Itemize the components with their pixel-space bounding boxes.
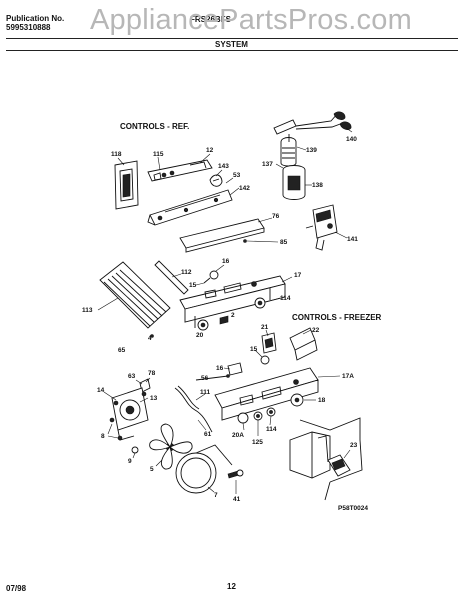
part-140-connectors: [295, 111, 352, 130]
part-23-bracket: [289, 431, 351, 479]
part-115-switch-bracket: [147, 159, 213, 182]
label-85: 85: [280, 239, 288, 246]
label-20: 20: [196, 332, 204, 339]
section-title: SYSTEM: [215, 40, 248, 49]
part-125-knob: [253, 411, 263, 421]
label-114-freezer: 114: [266, 426, 277, 433]
part-20-knob: [197, 319, 209, 331]
part-118-plate: [114, 160, 139, 210]
label-113: 113: [82, 307, 93, 314]
label-23: 23: [350, 442, 358, 449]
watermark: AppliancePartsPros.com: [90, 4, 412, 36]
model-number: FRS26BFS: [190, 15, 231, 24]
publication-label-text: Publication No.: [6, 14, 65, 23]
part-15-bulb: [203, 270, 219, 284]
label-12: 12: [206, 147, 214, 154]
part-15-bulb-freezer: [260, 355, 270, 365]
part-5-fan-blade: [149, 423, 193, 470]
part-141-thermostat: [305, 204, 338, 251]
label-61: 61: [204, 431, 212, 438]
footer-date: 07/98: [6, 584, 27, 593]
part-7-fan-shroud: [175, 444, 233, 494]
label-18: 18: [318, 397, 326, 404]
label-65: 65: [118, 347, 126, 354]
part-41-screw: [227, 469, 244, 479]
label-56: 56: [201, 375, 209, 382]
label-137: 137: [262, 161, 273, 168]
part-112-tube: [154, 260, 189, 295]
label-141: 141: [347, 236, 358, 243]
label-16-freezer: 16: [216, 365, 224, 372]
label-118: 118: [111, 151, 122, 158]
label-17: 17: [294, 272, 302, 279]
label-17A: 17A: [342, 373, 354, 380]
publication-number: 5995310888: [6, 23, 51, 32]
label-114-ref: 114: [280, 295, 291, 302]
label-15: 15: [189, 282, 197, 289]
header-rule-bottom: [6, 50, 458, 51]
part-142-control-housing: [147, 189, 233, 226]
label-16: 16: [222, 258, 230, 265]
label-21: 21: [261, 324, 269, 331]
part-22-cover: [289, 327, 318, 361]
label-78: 78: [148, 370, 156, 377]
label-115: 115: [153, 151, 164, 158]
freezer-controls-label: CONTROLS - FREEZER: [292, 313, 382, 322]
cabinet-outline: [299, 417, 363, 501]
label-8: 8: [101, 433, 105, 440]
part-143-clip: [209, 174, 223, 187]
part-18-knob: [290, 393, 304, 407]
label-9: 9: [128, 458, 132, 465]
label-143: 143: [218, 163, 229, 170]
part-137-damper: [273, 119, 306, 200]
label-138: 138: [312, 182, 323, 189]
part-17A-control-housing: [214, 367, 319, 421]
part-8-screws: [109, 417, 123, 441]
publication-label: Publication No. 5995310888: [6, 14, 64, 32]
label-13: 13: [150, 395, 158, 402]
label-140: 140: [346, 136, 357, 143]
part-56-wire: [195, 374, 230, 381]
label-76: 76: [272, 213, 280, 220]
part-111-wire: [174, 385, 213, 433]
part-114-knob-freezer: [266, 407, 276, 417]
label-14: 14: [97, 387, 105, 394]
label-125: 125: [252, 439, 263, 446]
footer-page-number: 12: [227, 582, 236, 591]
label-4: 4: [148, 335, 152, 342]
header-rule-top: [6, 38, 458, 39]
ref-controls-label: CONTROLS - REF.: [120, 122, 190, 131]
part-13-fan-motor: [111, 387, 149, 441]
part-20A-knob: [237, 412, 249, 424]
label-139: 139: [306, 147, 317, 154]
label-20A: 20A: [232, 432, 244, 439]
label-2: 2: [231, 312, 235, 319]
label-7: 7: [214, 492, 218, 499]
label-111: 111: [200, 389, 211, 396]
part-labels: 118 115 12 143 53 142 139 140 137 138 76…: [82, 136, 368, 512]
part-16-socket-freezer: [227, 362, 243, 376]
label-112: 112: [181, 269, 192, 276]
part-76-cover-panel: [179, 218, 265, 253]
part-2-screw: [219, 315, 229, 325]
part-113-grille: [99, 261, 171, 329]
label-15-freezer: 15: [250, 346, 258, 353]
drawing-code: P58T0024: [338, 505, 368, 512]
label-22: 22: [312, 327, 320, 334]
label-63: 63: [128, 373, 136, 380]
label-142: 142: [239, 185, 250, 192]
part-114-knob: [254, 297, 266, 309]
part-21-switch: [261, 332, 277, 354]
label-5: 5: [150, 466, 154, 473]
part-4-screw: [150, 334, 154, 338]
label-41: 41: [233, 496, 241, 503]
part-9-washer: [131, 446, 139, 454]
label-53: 53: [233, 172, 241, 179]
part-17-control-box: [179, 275, 286, 328]
